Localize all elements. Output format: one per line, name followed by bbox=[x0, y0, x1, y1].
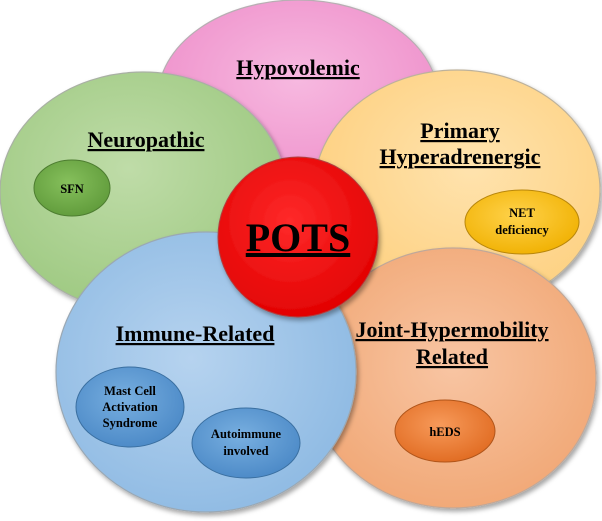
sfn-ellipse bbox=[33, 159, 111, 217]
mast-cell-line1: Mast Cell bbox=[104, 384, 156, 398]
heds-ellipse bbox=[394, 399, 496, 463]
autoimmune-ellipse bbox=[191, 407, 301, 479]
hyperadrenergic-label-line2: Hyperadrenergic bbox=[380, 144, 541, 169]
hypermobility-label-line1: Joint-Hypermobility bbox=[355, 317, 548, 342]
net-deficiency-ellipse bbox=[464, 189, 580, 255]
neuropathic-label: Neuropathic bbox=[88, 127, 205, 152]
hypermobility-label-line2: Related bbox=[416, 344, 488, 369]
autoimmune-line2: involved bbox=[223, 444, 268, 458]
heds-label: hEDS bbox=[429, 425, 460, 439]
mast-cell-line2: Activation bbox=[102, 400, 158, 414]
autoimmune-line1: Autoimmune bbox=[211, 427, 282, 441]
mast-cell-ellipse bbox=[75, 366, 185, 448]
sfn-label: SFN bbox=[60, 182, 84, 196]
hyperadrenergic-label-line1: Primary bbox=[420, 118, 499, 143]
net-label-line1: NET bbox=[509, 206, 535, 220]
net-label-line2: deficiency bbox=[495, 223, 549, 237]
mast-cell-line3: Syndrome bbox=[103, 416, 158, 430]
hypovolemic-label: Hypovolemic bbox=[236, 55, 360, 80]
center-label: POTS bbox=[246, 215, 350, 260]
immune-label: Immune-Related bbox=[116, 321, 275, 346]
center-pots-circle bbox=[217, 156, 379, 318]
